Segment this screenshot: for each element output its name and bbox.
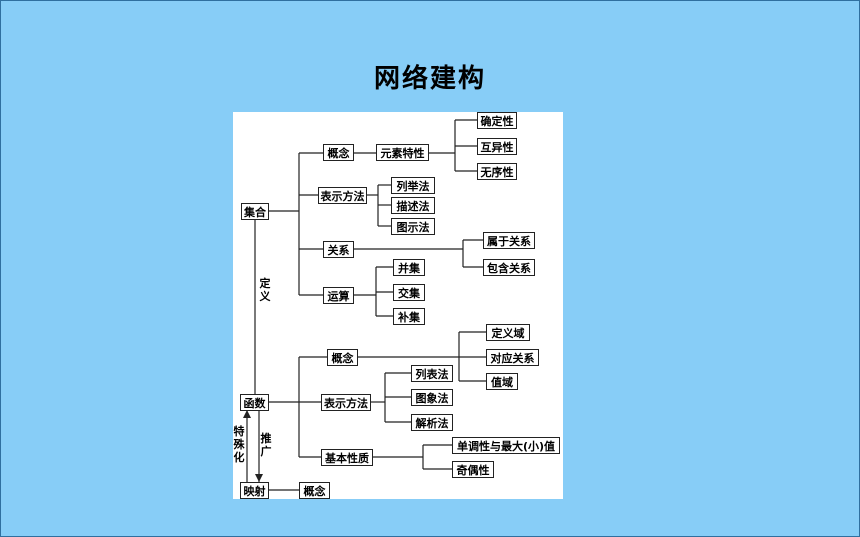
set-representation-node: 表示方法 — [318, 187, 367, 204]
define-label: 定义 — [259, 277, 271, 303]
function-representation-node: 表示方法 — [321, 394, 371, 411]
function-node: 函数 — [240, 394, 269, 411]
correspondence-node: 对应关系 — [486, 349, 539, 366]
intersection-node: 交集 — [393, 284, 425, 301]
concept-map: 集合 概念 元素特性 确定性 互异性 无序性 表示方法 列举法 描述法 图示法 … — [233, 112, 563, 499]
monotonicity-node: 单调性与最大(小)值 — [452, 437, 560, 454]
table-method-node: 列表法 — [411, 365, 453, 382]
graph-method-node: 图象法 — [411, 389, 453, 406]
complement-node: 补集 — [393, 308, 425, 325]
set-concept-node: 概念 — [323, 144, 354, 161]
specialize-label: 特殊化 — [233, 425, 245, 464]
generalize-label: 推广 — [260, 432, 272, 458]
contains-relation-node: 包含关系 — [483, 259, 535, 276]
relation-node: 关系 — [323, 241, 354, 258]
function-concept-node: 概念 — [327, 349, 358, 366]
description-method-node: 描述法 — [391, 197, 435, 214]
mapping-node: 映射 — [240, 482, 269, 499]
definiteness-node: 确定性 — [477, 112, 517, 129]
element-property-node: 元素特性 — [376, 144, 429, 161]
domain-node: 定义域 — [486, 324, 530, 341]
basic-properties-node: 基本性质 — [321, 449, 373, 466]
roster-method-node: 列举法 — [391, 177, 435, 194]
connector-lines — [243, 119, 486, 491]
mapping-concept-node: 概念 — [299, 482, 330, 499]
distinctness-node: 互异性 — [477, 138, 517, 155]
page-title: 网络建构 — [373, 64, 486, 94]
operation-node: 运算 — [323, 287, 354, 304]
belongs-relation-node: 属于关系 — [483, 232, 535, 249]
analytic-method-node: 解析法 — [411, 414, 453, 431]
range-node: 值域 — [486, 373, 518, 390]
set-node: 集合 — [241, 203, 269, 220]
union-node: 并集 — [393, 259, 425, 276]
parity-node: 奇偶性 — [452, 461, 494, 478]
diagram-method-node: 图示法 — [391, 218, 435, 235]
unorderedness-node: 无序性 — [477, 163, 517, 180]
